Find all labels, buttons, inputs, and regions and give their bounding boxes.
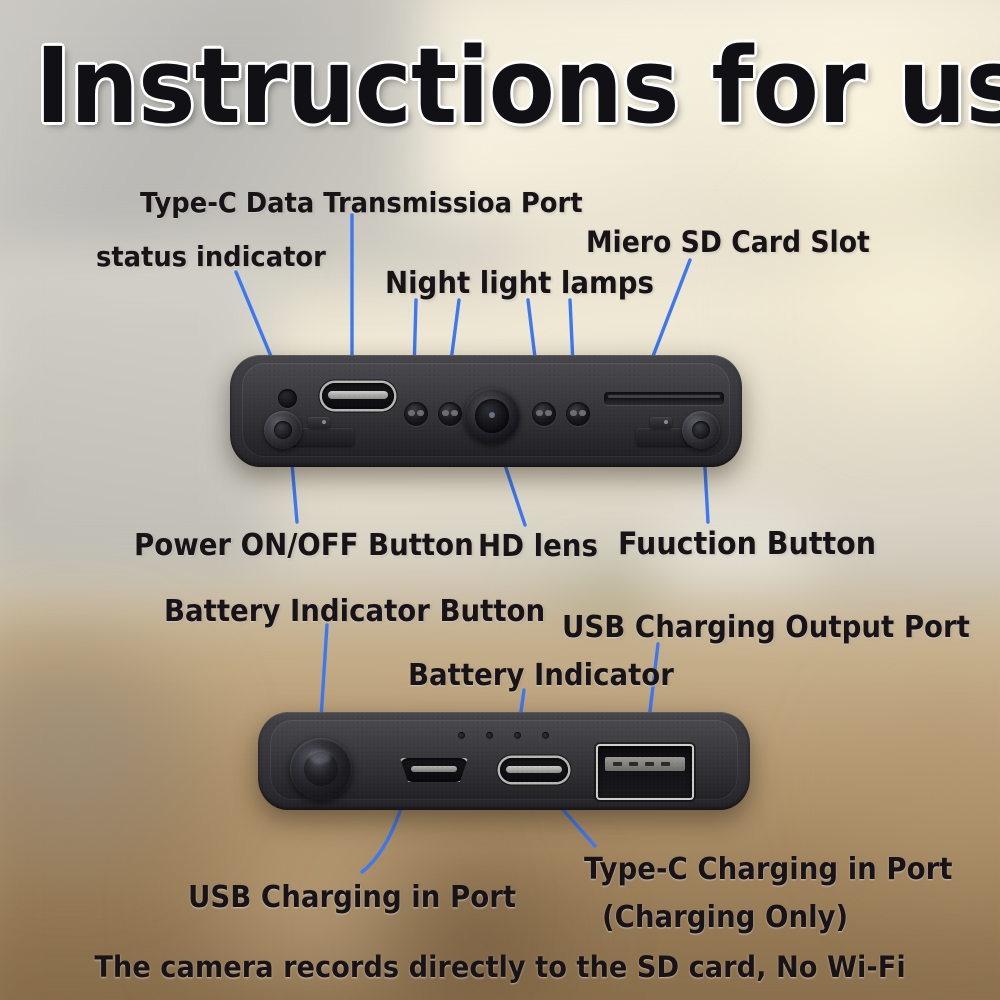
top-panel xyxy=(230,355,742,467)
label-function-button: Fuuction Button xyxy=(618,526,877,562)
power-button-bracket xyxy=(290,428,354,446)
label-status-indicator: status indicator xyxy=(96,240,326,273)
label-type-c-data-port: Type-C Data Transmissioa Port xyxy=(140,186,583,219)
battery-indicator-led-2 xyxy=(486,732,493,739)
label-hd-lens: HD lens xyxy=(478,529,598,564)
usb-charging-output-port[interactable] xyxy=(596,744,694,800)
label-battery-indicator-button: Battery Indicator Button xyxy=(164,594,546,629)
battery-indicator-led-1 xyxy=(458,732,465,739)
battery-indicator-led-3 xyxy=(514,732,521,739)
night-light-lamp-1 xyxy=(404,402,428,426)
bottom-panel xyxy=(258,712,750,810)
battery-indicator-led-4 xyxy=(542,732,549,739)
power-button-tab xyxy=(308,417,330,428)
battery-indicator-button[interactable] xyxy=(290,738,352,800)
function-button-tab xyxy=(650,417,672,428)
night-light-lamp-3 xyxy=(532,402,556,426)
background-sofa xyxy=(0,640,200,870)
label-micro-sd-card-slot: Miero SD Card Slot xyxy=(586,225,870,259)
usb-a-tongue xyxy=(604,757,686,771)
label-type-c-charging-in-port: Type-C Charging in Port xyxy=(584,852,953,887)
label-usb-charging-output-port: USB Charging Output Port xyxy=(562,610,970,645)
night-light-lamp-4 xyxy=(566,402,590,426)
label-night-light-lamps: Night light lamps xyxy=(385,266,654,301)
micro-sd-card-slot[interactable] xyxy=(604,392,724,405)
night-light-lamp-2 xyxy=(438,402,462,426)
label-battery-indicator: Battery Indicator xyxy=(408,658,674,693)
usb-charging-in-port[interactable] xyxy=(400,758,468,782)
label-charging-only: (Charging Only) xyxy=(602,900,849,935)
footnote-text: The camera records directly to the SD ca… xyxy=(94,950,906,984)
hd-lens xyxy=(464,388,520,444)
status-indicator-hole xyxy=(278,389,297,408)
background-lamp-glow-2 xyxy=(760,190,1000,420)
power-on-off-button[interactable] xyxy=(264,411,302,449)
type-c-data-port[interactable] xyxy=(322,383,394,409)
type-c-charging-in-port[interactable] xyxy=(500,758,568,782)
background-lamp-glow-1 xyxy=(700,20,1000,210)
page-title: Instructions for use xyxy=(35,25,1000,147)
background-wall-left xyxy=(0,250,270,590)
function-button[interactable] xyxy=(682,411,720,449)
background-table-shadow xyxy=(300,860,630,1000)
label-usb-charging-in-port: USB Charging in Port xyxy=(188,880,517,915)
label-power-on-off-button: Power ON/OFF Button xyxy=(134,528,474,563)
